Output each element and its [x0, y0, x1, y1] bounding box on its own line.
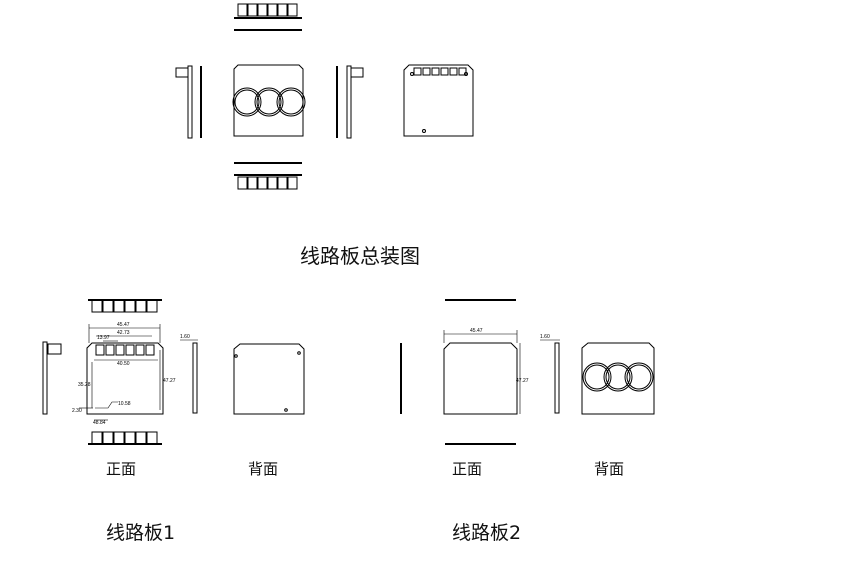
assembly-left-side	[175, 65, 202, 139]
board1-back-board	[233, 343, 305, 415]
dim-board1-inner: 40.50	[117, 361, 130, 367]
dim-board1-bottom: 48.84	[93, 420, 106, 426]
dim-board1-left: 35.28	[78, 382, 91, 388]
assembly-title: 线路板总装图	[300, 244, 420, 268]
board1-front-board	[79, 324, 164, 421]
board1-top-connector	[88, 299, 162, 313]
dim-board1-top-inner: 42.73	[117, 330, 130, 336]
assembly-center-board	[232, 64, 306, 137]
board1-caption: 线路板1	[106, 522, 176, 544]
dim-board1-bottom-inner: 10.58	[118, 401, 131, 407]
dim-board2-width: 45.47	[470, 328, 483, 334]
board2-right-side	[540, 339, 560, 414]
dim-board1-height: 47.27	[163, 378, 176, 384]
dim-board2-height: 47.27	[516, 378, 529, 384]
assembly-top-connector	[234, 3, 302, 31]
board2-back-label: 背面	[594, 460, 625, 478]
board1-left-side	[42, 341, 62, 415]
assembly-back-board	[403, 64, 474, 137]
board1-back-label: 背面	[248, 460, 279, 478]
board1-right-side	[180, 339, 198, 414]
board1-front-label: 正面	[106, 460, 137, 478]
dim-board1-top: 45.47	[117, 322, 130, 328]
dim-board1-small: 2.30	[72, 408, 82, 414]
board2-group	[400, 299, 655, 445]
assembly-right-side	[336, 65, 364, 139]
dim-board1-side: 1.60	[180, 334, 190, 340]
dim-board1-pitch: 13.97	[97, 335, 110, 341]
board1-bottom-connector	[88, 431, 162, 445]
assembly-group	[175, 3, 474, 190]
board1-group	[42, 299, 305, 445]
board2-caption: 线路板2	[452, 522, 522, 544]
assembly-bottom-connector	[234, 162, 302, 190]
board2-front-label: 正面	[452, 460, 483, 478]
dim-board2-side: 1.60	[540, 334, 550, 340]
board2-back-board	[581, 342, 655, 415]
board2-front-board	[443, 330, 521, 415]
